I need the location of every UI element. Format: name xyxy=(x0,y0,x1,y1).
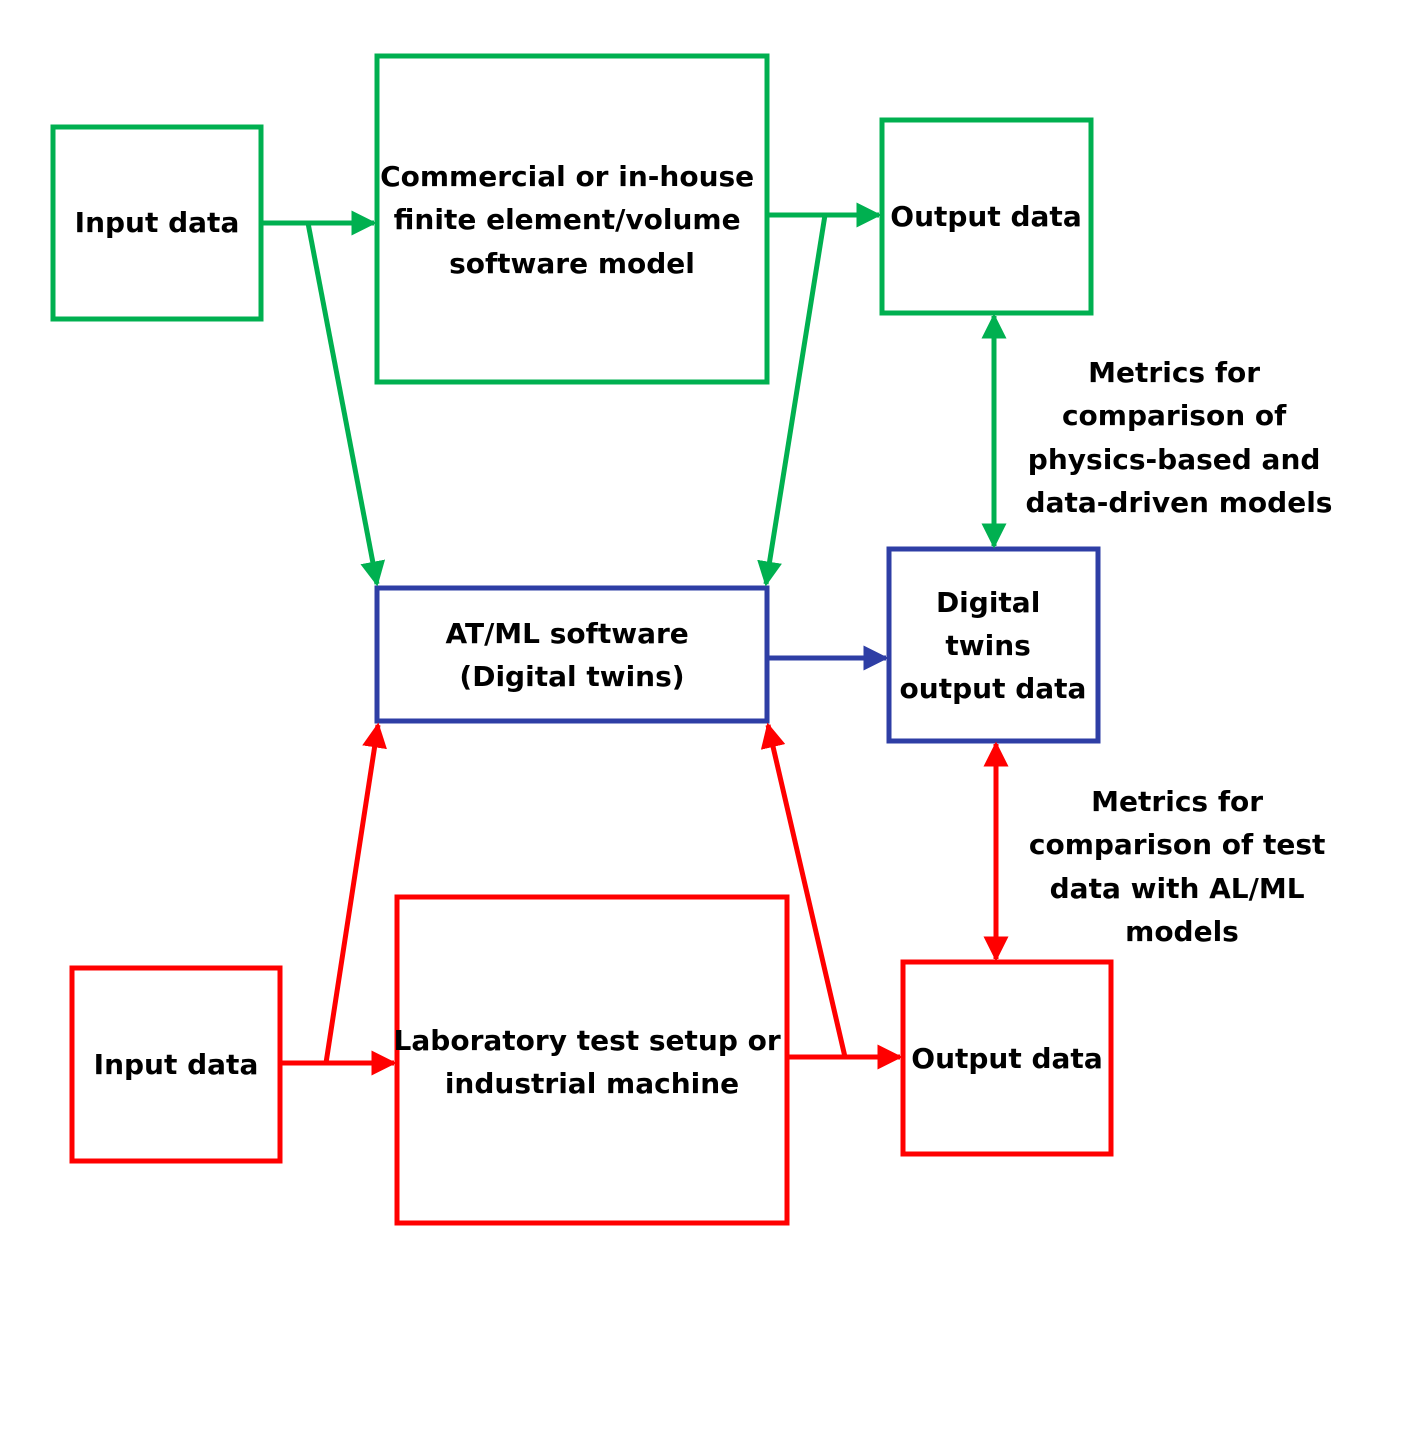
arrow-lab-output-to-aiml xyxy=(760,722,848,1058)
metrics-physics-annotation: Metrics for comparison of physics-based … xyxy=(1026,356,1333,519)
aiml-software-label: AT/ML software (Digital twins) xyxy=(445,617,698,693)
input-data-top-label: Input data xyxy=(75,206,240,239)
arrow-fe-output-to-aiml xyxy=(757,214,828,587)
input-data-bottom-label: Input data xyxy=(94,1048,259,1081)
fe-model-label: Commercial or in-house finite element/vo… xyxy=(380,160,764,280)
fe-model-box: Commercial or in-house finite element/vo… xyxy=(374,53,770,385)
lab-setup-box: Laboratory test setup or industrial mach… xyxy=(394,894,791,1226)
physics-arrows xyxy=(261,202,1007,587)
digital-twins-output-box: Digital twins output data xyxy=(886,546,1101,744)
aiml-software-box: AT/ML software (Digital twins) xyxy=(374,585,770,724)
output-data-top-box: Output data xyxy=(879,117,1094,316)
output-data-bottom-box: Output data xyxy=(900,959,1114,1157)
arrow-input-to-aiml xyxy=(305,222,386,587)
digital-twins-output-label: Digital twins output data xyxy=(900,586,1087,705)
input-data-bottom-box: Input data xyxy=(69,965,283,1164)
output-data-bottom-label: Output data xyxy=(911,1042,1102,1075)
output-data-top-label: Output data xyxy=(890,200,1081,233)
input-data-top-box: Input data xyxy=(50,124,264,322)
lab-setup-label: Laboratory test setup or industrial mach… xyxy=(394,1024,791,1100)
test-arrows xyxy=(280,722,1009,1076)
arrow-input-to-aiml-red xyxy=(323,722,387,1064)
metrics-test-annotation: Metrics for comparison of test data with… xyxy=(1029,785,1335,948)
